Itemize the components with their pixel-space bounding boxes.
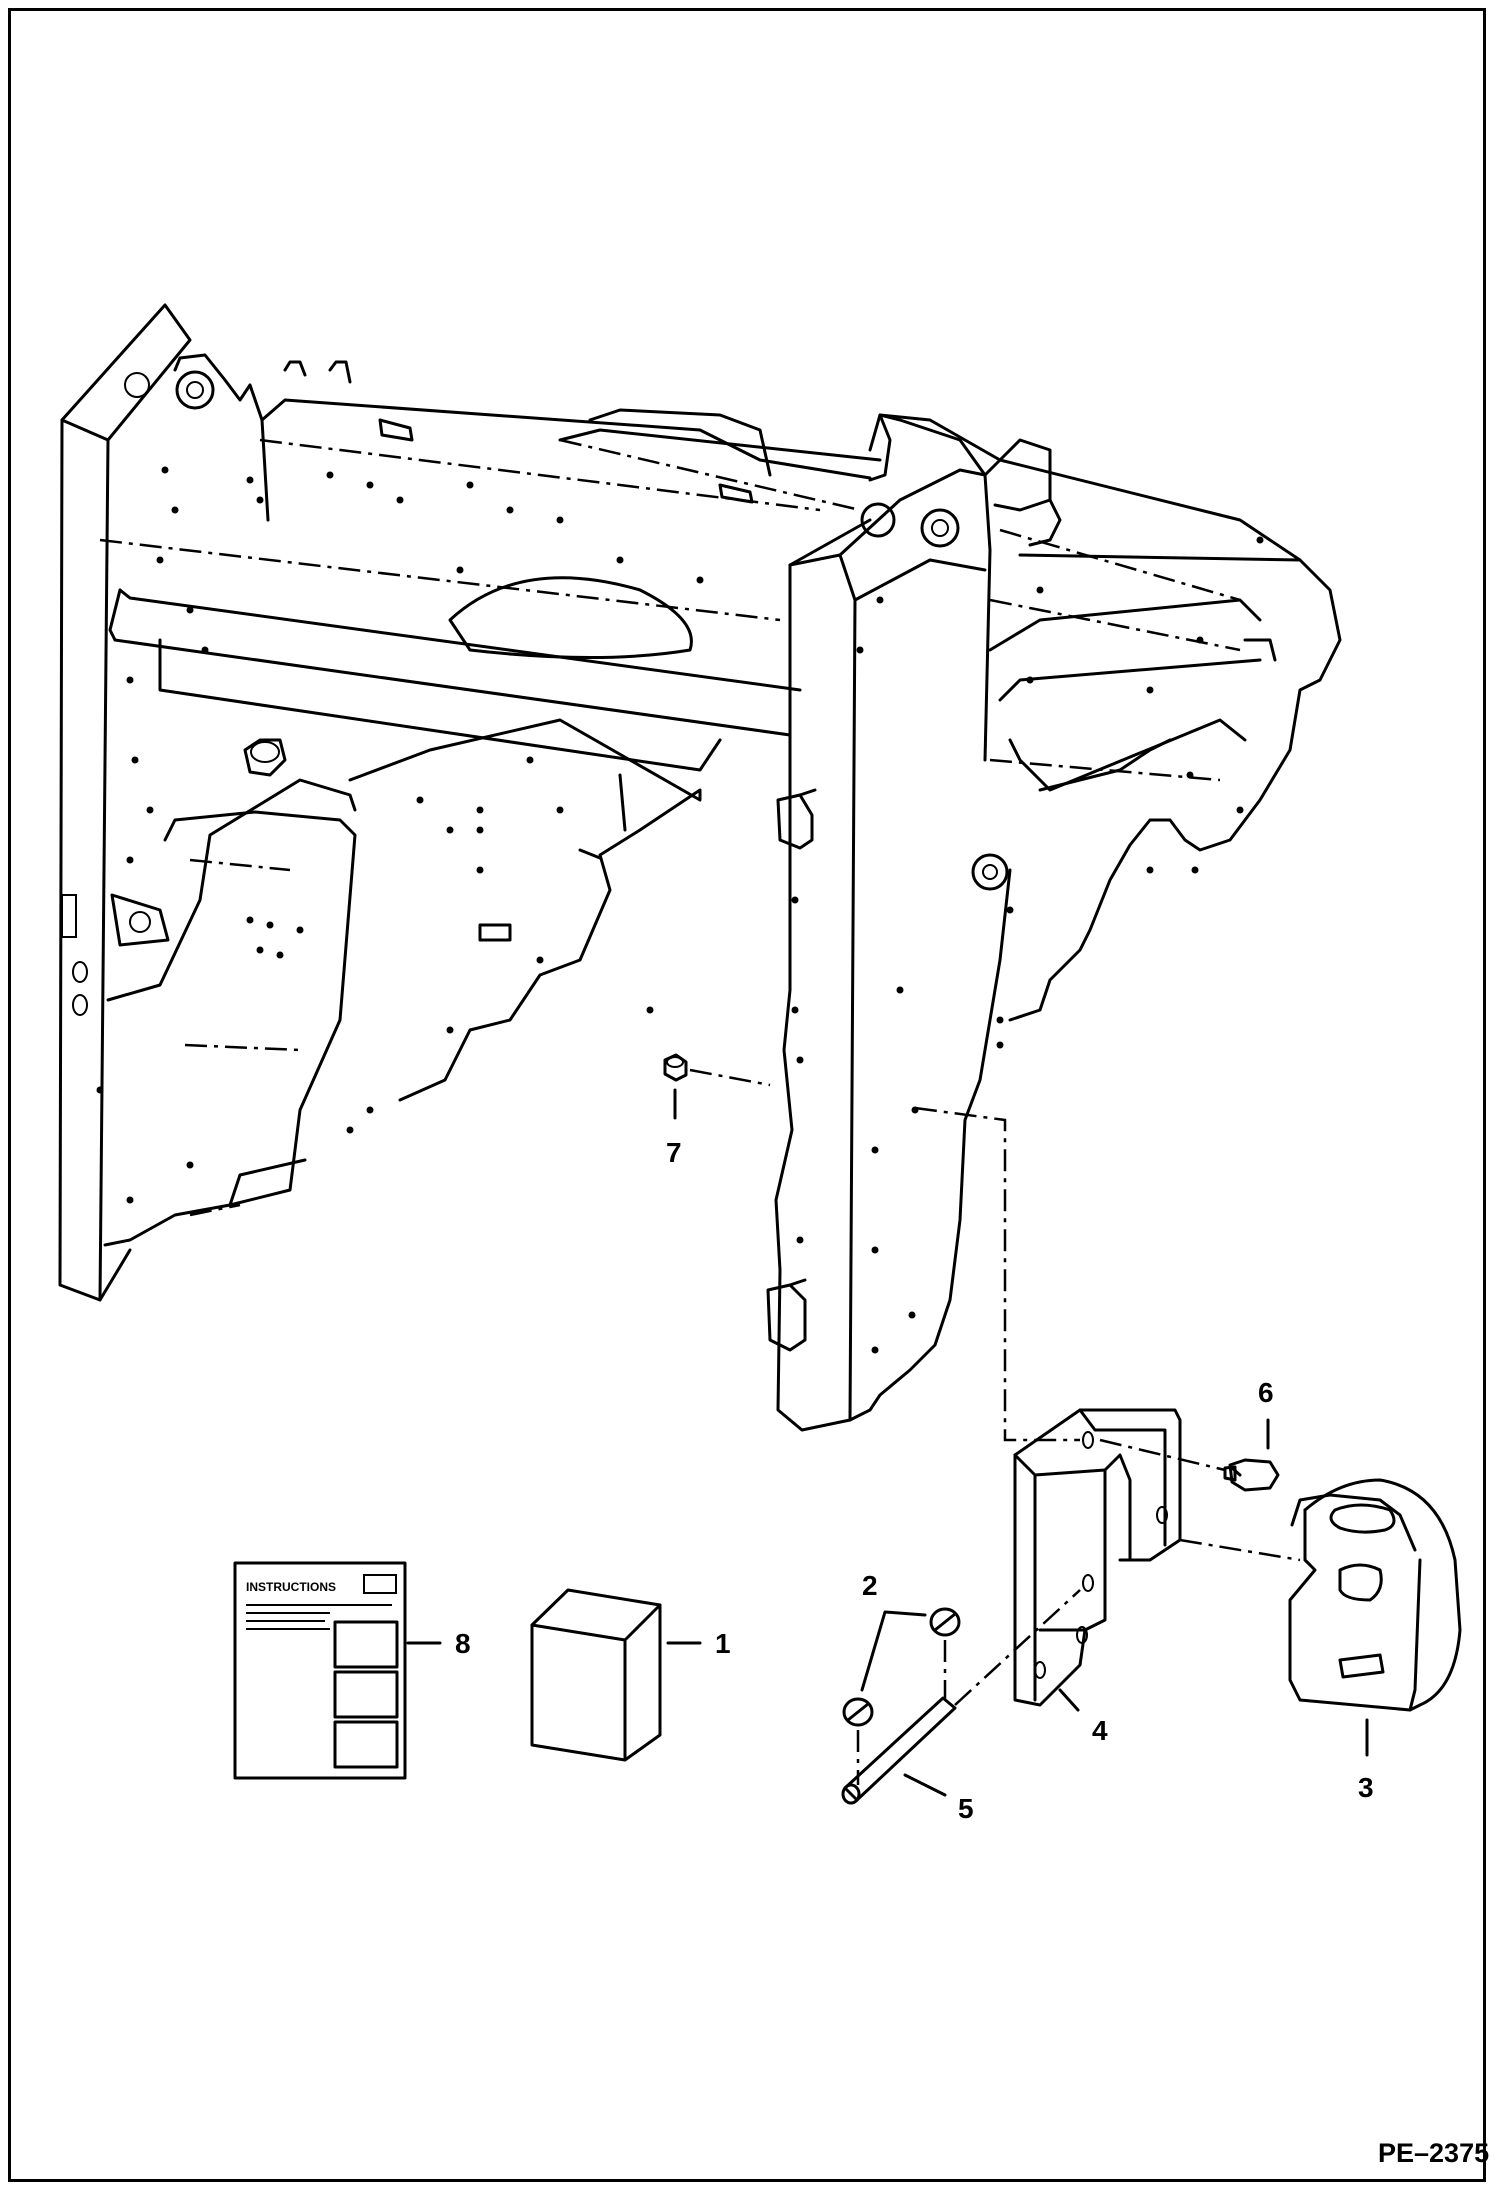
instructions-heading: INSTRUCTIONS: [246, 1580, 336, 1594]
drawing-border: [8, 8, 1486, 2182]
callout-3: 3: [1358, 1772, 1374, 1803]
part-1-box: 1: [530, 1588, 731, 1762]
part-8-instructions: INSTRUCTIONS 8: [233, 1561, 471, 1780]
part-5-pin: 5: [841, 1589, 1081, 1824]
part-6-bolt: 6: [1099, 1377, 1280, 1492]
part-4-bracket: 4: [1013, 1408, 1182, 1746]
part-2-pins: 2: [842, 1570, 961, 1727]
frame-holes: [96, 466, 1264, 1354]
part-7-nut: 7: [663, 1053, 771, 1168]
callout-2: 2: [862, 1570, 878, 1601]
callout-5: 5: [958, 1793, 974, 1824]
callout-6: 6: [1258, 1377, 1274, 1408]
callout-4: 4: [1092, 1715, 1108, 1746]
callout-8: 8: [455, 1628, 471, 1659]
part-3-counterweight: 3: [1179, 1478, 1462, 1803]
callout-1: 1: [715, 1628, 731, 1659]
loader-frame: [58, 303, 1342, 1432]
callout-7: 7: [666, 1137, 682, 1168]
drawing-reference: PE–2375: [1378, 2138, 1489, 2168]
